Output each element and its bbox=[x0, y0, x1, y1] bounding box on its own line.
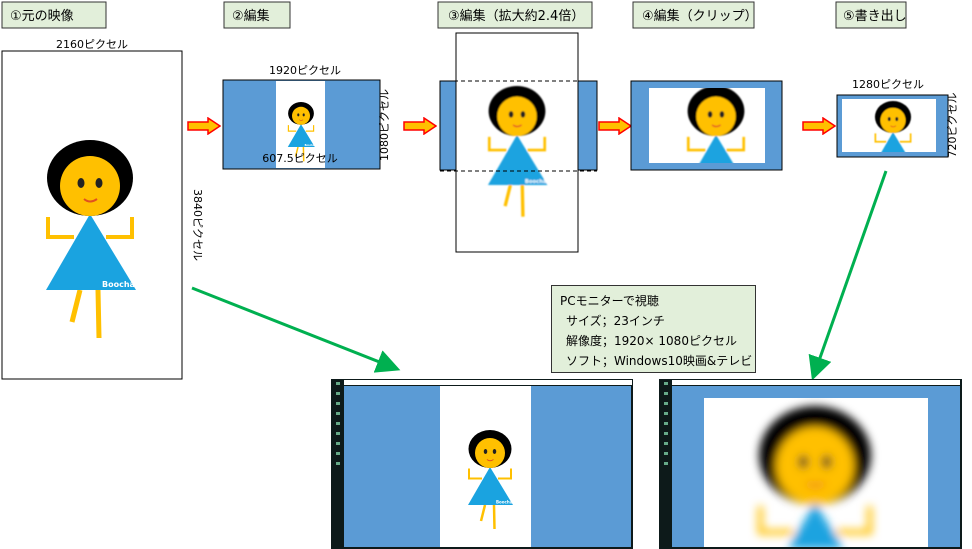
edit-inner-width-label: 607.5ピクセル bbox=[262, 152, 338, 165]
clip-frame bbox=[630, 80, 783, 171]
player-titlebar bbox=[672, 380, 960, 385]
export-width-label: 1280ピクセル bbox=[852, 78, 924, 91]
original-frame bbox=[1, 50, 183, 380]
export-frame bbox=[836, 94, 949, 158]
arrow-right-icon bbox=[188, 118, 220, 134]
player-sidebar bbox=[336, 382, 340, 465]
step-title-1: ①元の映像 bbox=[1, 1, 107, 29]
edit-width-label: 1920ピクセル bbox=[269, 64, 341, 77]
arrow-right-icon bbox=[404, 118, 436, 134]
info-resolution: 解像度；1920× 1080ピクセル bbox=[566, 334, 737, 348]
player-titlebar bbox=[344, 380, 632, 385]
step-title-2-label: ②編集 bbox=[232, 8, 270, 24]
step-title-2: ②編集 bbox=[223, 1, 291, 29]
step-title-5: ⑤書き出し bbox=[835, 1, 907, 29]
step-title-3: ③編集（拡大約2.4倍） bbox=[437, 1, 593, 29]
edit-frame bbox=[222, 79, 381, 170]
export-height-label: 720ピクセル bbox=[946, 93, 959, 158]
monitor-view-original bbox=[331, 379, 633, 549]
step-title-1-label: ①元の映像 bbox=[10, 9, 74, 24]
figure-clipped bbox=[685, 88, 752, 163]
step-title-4: ④編集（クリップ） bbox=[632, 1, 758, 29]
step-title-3-label: ③編集（拡大約2.4倍） bbox=[448, 8, 584, 24]
step-title-4-label: ④編集（クリップ） bbox=[642, 8, 758, 24]
info-software: ソフト；Windows10映画&テレビ bbox=[566, 354, 753, 368]
figure-export bbox=[873, 99, 916, 152]
info-size: サイズ；23インチ bbox=[566, 314, 665, 328]
step-title-5-label: ⑤書き出し bbox=[843, 9, 907, 24]
player-sidebar bbox=[664, 382, 668, 465]
green-arrow-icon bbox=[191, 286, 401, 373]
green-arrow-icon bbox=[808, 170, 888, 381]
original-width-label: 2160ピクセル bbox=[56, 38, 128, 51]
viewing-info-box: PCモニターで視聴 サイズ；23インチ 解像度；1920× 1080ピクセル ソ… bbox=[551, 285, 756, 373]
edit-height-label: 1080ピクセル bbox=[378, 89, 391, 161]
original-height-label: 3840ピクセル bbox=[191, 189, 204, 261]
arrow-right-icon bbox=[599, 118, 631, 134]
arrow-right-icon bbox=[803, 118, 835, 134]
info-title: PCモニターで視聴 bbox=[560, 294, 659, 308]
zoom-frame bbox=[439, 32, 598, 253]
monitor-view-export bbox=[659, 379, 962, 549]
